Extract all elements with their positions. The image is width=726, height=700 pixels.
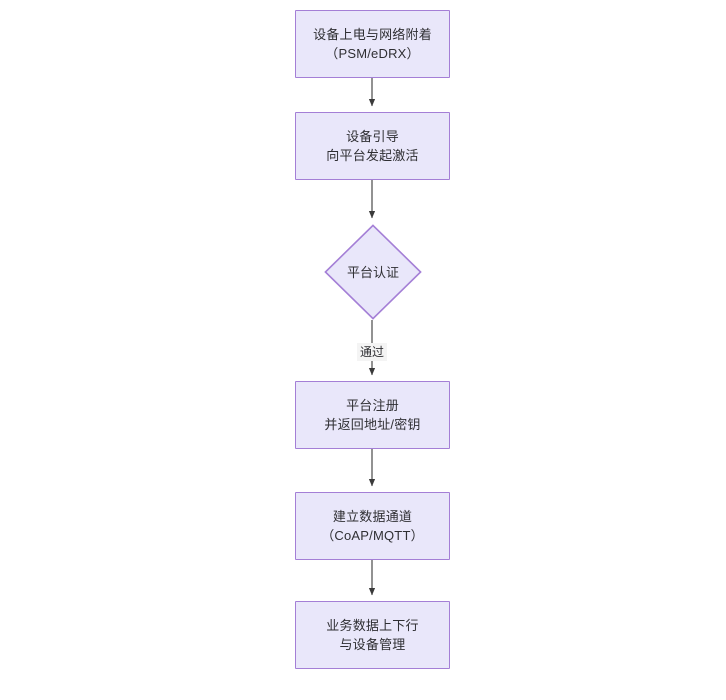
- diamond-shape: [324, 224, 422, 320]
- flow-node-label: 建立数据通道 （CoAP/MQTT）: [321, 509, 424, 543]
- flow-node-label: 业务数据上下行 与设备管理: [326, 618, 419, 652]
- flow-node-device-bootstrap[interactable]: 设备引导 向平台发起激活: [295, 112, 450, 180]
- flow-node-label: 平台注册 并返回地址/密钥: [324, 398, 421, 432]
- edge-label-pass: 通过: [356, 343, 388, 361]
- flow-node-label: 设备上电与网络附着 （PSM/eDRX）: [313, 27, 432, 61]
- flow-node-device-power-on[interactable]: 设备上电与网络附着 （PSM/eDRX）: [295, 10, 450, 78]
- flow-node-platform-auth-decision[interactable]: 平台认证: [324, 224, 422, 320]
- flow-node-label: 平台认证: [346, 264, 399, 280]
- flow-node-establish-data-channel[interactable]: 建立数据通道 （CoAP/MQTT）: [295, 492, 450, 560]
- flow-node-platform-register[interactable]: 平台注册 并返回地址/密钥: [295, 381, 450, 449]
- flow-node-business-data-and-device-mgmt[interactable]: 业务数据上下行 与设备管理: [295, 601, 450, 669]
- flow-node-label: 设备引导 向平台发起激活: [326, 129, 419, 163]
